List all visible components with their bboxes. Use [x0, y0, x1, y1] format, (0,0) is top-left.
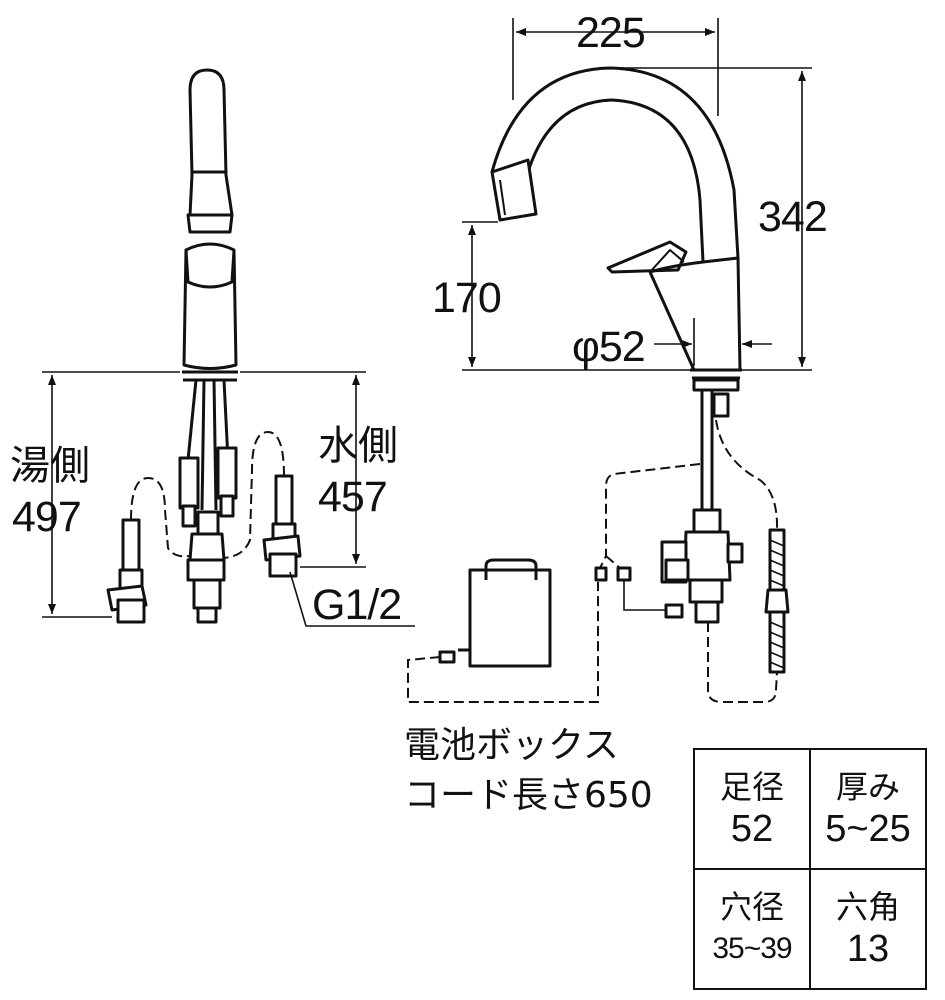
spec-thickness-label: 厚み: [835, 768, 900, 806]
battery-box-label: 電池ボックス: [404, 725, 619, 766]
spec-hole-diameter-value: 35~39: [712, 932, 792, 965]
front-view: [106, 68, 302, 624]
thread-size: G1/2: [312, 581, 402, 629]
battery-cord-length: コード長さ650: [404, 775, 653, 816]
cold-side-label: 水側: [318, 423, 398, 469]
dim-spout-height: 170: [432, 274, 502, 322]
spec-table: 足径 52 厚み 5~25 穴径 35~39 六角 13: [693, 748, 927, 990]
spec-foot-diameter-value: 52: [730, 808, 774, 850]
dim-width: 225: [576, 9, 646, 57]
side-view: [438, 66, 790, 674]
spec-thickness-value: 5~25: [825, 808, 911, 850]
spec-foot-diameter-label: 足径: [719, 768, 784, 806]
spec-foot-diameter: 足径 52: [693, 748, 811, 870]
spec-hole-diameter: 穴径 35~39: [693, 868, 811, 990]
spec-hex-value: 13: [846, 928, 890, 970]
dim-height: 342: [758, 193, 828, 241]
spec-hex: 六角 13: [809, 868, 927, 990]
hot-side-label: 湯側: [10, 443, 90, 489]
dim-base-diameter: φ52: [572, 323, 646, 371]
spec-hole-diameter-label: 穴径: [719, 888, 784, 926]
cold-side-length: 457: [318, 473, 388, 521]
spec-thickness: 厚み 5~25: [809, 748, 927, 870]
spec-hex-label: 六角: [835, 888, 900, 926]
hot-side-length: 497: [12, 493, 82, 541]
